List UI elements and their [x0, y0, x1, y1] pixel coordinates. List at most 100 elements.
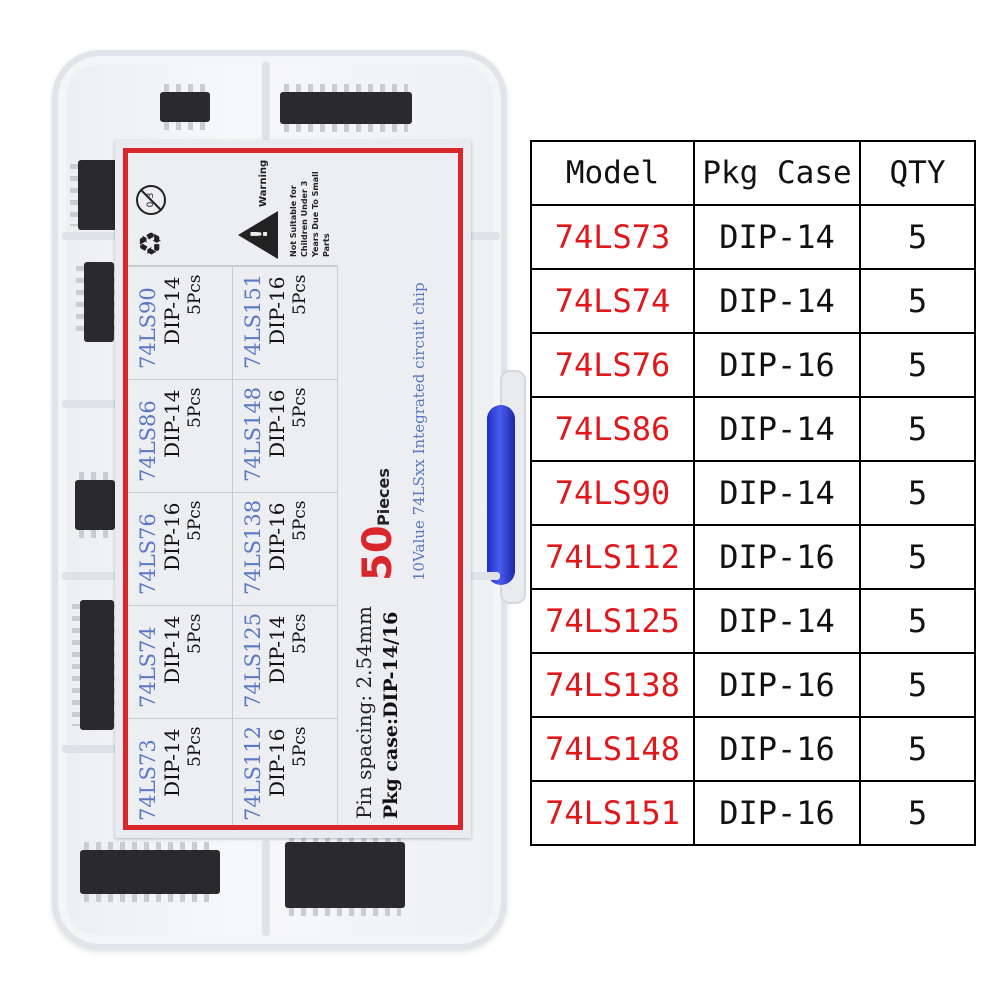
divider — [262, 840, 270, 936]
label-model: 74LS125 — [241, 612, 265, 708]
label-model: 74LS151 — [241, 273, 265, 369]
cell-model: 74LS76 — [530, 332, 695, 398]
recycle-icon: ♻ — [134, 230, 169, 257]
spec-table: Model Pkg Case QTY 74LS73 DIP-14 5 74LS7… — [530, 140, 976, 846]
table-row: 74LS125 DIP-14 5 — [530, 588, 976, 654]
divider — [62, 232, 122, 240]
ic-chip — [80, 842, 220, 902]
cell-qty: 5 — [859, 396, 976, 462]
cell-model: 74LS90 — [530, 460, 695, 526]
label-qty: 5Pcs — [185, 726, 205, 768]
header-model: Model — [530, 140, 695, 206]
cell-pkg: DIP-16 — [693, 780, 861, 846]
pieces-label: Pieces — [374, 468, 393, 526]
blue-latch-clip — [487, 405, 515, 585]
table-row: 74LS76 DIP-16 5 — [530, 332, 976, 398]
label-border: 74LS73 DIP-14 5Pcs 74LS74 DIP-14 5Pcs 74… — [123, 148, 463, 830]
divider — [62, 572, 122, 580]
warning-word: Warning — [258, 159, 269, 207]
table-row: 74LS148 DIP-16 5 — [530, 716, 976, 782]
label-cell: 74LS73 DIP-14 5Pcs — [128, 718, 233, 825]
cell-model: 74LS151 — [530, 780, 695, 846]
ic-chip — [285, 834, 405, 916]
ic-chip — [76, 262, 122, 342]
cell-qty: 5 — [859, 716, 976, 782]
divider — [62, 745, 122, 753]
label-model: 74LS86 — [136, 400, 160, 482]
label-qty: 5Pcs — [185, 500, 205, 542]
label-cell: 74LS74 DIP-14 5Pcs — [128, 605, 233, 718]
header-pkg-case: Pkg Case — [693, 140, 861, 206]
ic-chip — [72, 600, 122, 730]
label-model: 74LS112 — [241, 725, 265, 821]
label-qty: 5Pcs — [290, 613, 310, 655]
label-qty: 5Pcs — [290, 500, 310, 542]
divider — [462, 232, 500, 240]
label-icons-column: ♻ 0-3 Warning Not Suitable for Children … — [128, 153, 338, 266]
ic-chip — [75, 472, 115, 538]
label-cell: 74LS125 DIP-14 5Pcs — [233, 605, 338, 718]
label-qty: 5Pcs — [185, 274, 205, 316]
label-content: 74LS73 DIP-14 5Pcs 74LS74 DIP-14 5Pcs 74… — [128, 153, 458, 825]
cell-pkg: DIP-16 — [693, 652, 861, 718]
label-pkg: DIP-16 — [265, 389, 289, 458]
cell-model: 74LS86 — [530, 396, 695, 462]
warning-text: Not Suitable for Children Under 3 Years … — [289, 171, 331, 257]
label-cell: 74LS112 DIP-16 5Pcs — [233, 718, 338, 825]
cell-qty: 5 — [859, 652, 976, 718]
cell-model: 74LS74 — [530, 268, 695, 334]
cell-pkg: DIP-14 — [693, 588, 861, 654]
label-model: 74LS76 — [136, 513, 160, 595]
cell-model: 74LS112 — [530, 524, 695, 590]
label-qty: 5Pcs — [185, 613, 205, 655]
cell-model: 74LS148 — [530, 716, 695, 782]
divider — [62, 400, 122, 408]
ic-chip — [70, 160, 126, 230]
cell-pkg: DIP-16 — [693, 716, 861, 782]
label-card: 74LS73 DIP-14 5Pcs 74LS74 DIP-14 5Pcs 74… — [115, 140, 471, 838]
label-pkg: DIP-14 — [160, 615, 184, 684]
label-pkg: DIP-14 — [160, 389, 184, 458]
no-children-icon: 0-3 — [136, 185, 166, 215]
cell-pkg: DIP-14 — [693, 460, 861, 526]
cell-qty: 5 — [859, 268, 976, 334]
label-qty: 5Pcs — [290, 726, 310, 768]
label-cell: 74LS86 DIP-14 5Pcs — [128, 379, 233, 492]
label-cell: 74LS148 DIP-16 5Pcs — [233, 379, 338, 492]
cell-qty: 5 — [859, 588, 976, 654]
ic-chip — [280, 84, 412, 132]
table-row: 74LS90 DIP-14 5 — [530, 460, 976, 526]
table-row: 74LS112 DIP-16 5 — [530, 524, 976, 590]
table-row: 74LS73 DIP-14 5 — [530, 204, 976, 270]
label-model: 74LS138 — [241, 499, 265, 595]
table-row: 74LS86 DIP-14 5 — [530, 396, 976, 462]
divider — [262, 62, 270, 140]
label-pkg: DIP-14 — [160, 728, 184, 797]
label-pkg: DIP-16 — [265, 502, 289, 571]
label-cell: 74LS151 DIP-16 5Pcs — [233, 266, 338, 379]
cell-qty: 5 — [859, 332, 976, 398]
label-model: 74LS90 — [136, 287, 160, 369]
cell-pkg: DIP-14 — [693, 268, 861, 334]
label-model: 74LS73 — [136, 739, 160, 821]
warning-triangle-icon — [238, 211, 278, 259]
label-qty: 5Pcs — [290, 274, 310, 316]
table-header-row: Model Pkg Case QTY — [530, 140, 976, 206]
cell-qty: 5 — [859, 460, 976, 526]
table-row: 74LS138 DIP-16 5 — [530, 652, 976, 718]
table-row: 74LS151 DIP-16 5 — [530, 780, 976, 846]
label-pkg: DIP-16 — [265, 728, 289, 797]
label-cell: 74LS90 DIP-14 5Pcs — [128, 266, 233, 379]
pieces-count: 50 — [355, 525, 401, 581]
kit-description: 10Value 74LSxx Integrated circuit chip — [410, 282, 428, 581]
divider — [462, 572, 500, 580]
cell-pkg: DIP-16 — [693, 332, 861, 398]
label-pkg: DIP-14 — [160, 276, 184, 345]
label-cell: 74LS76 DIP-16 5Pcs — [128, 492, 233, 605]
label-pkg: DIP-14 — [265, 615, 289, 684]
header-qty: QTY — [859, 140, 976, 206]
label-pkg: DIP-16 — [160, 502, 184, 571]
cell-model: 74LS138 — [530, 652, 695, 718]
cell-pkg: DIP-14 — [693, 396, 861, 462]
cell-qty: 5 — [859, 524, 976, 590]
